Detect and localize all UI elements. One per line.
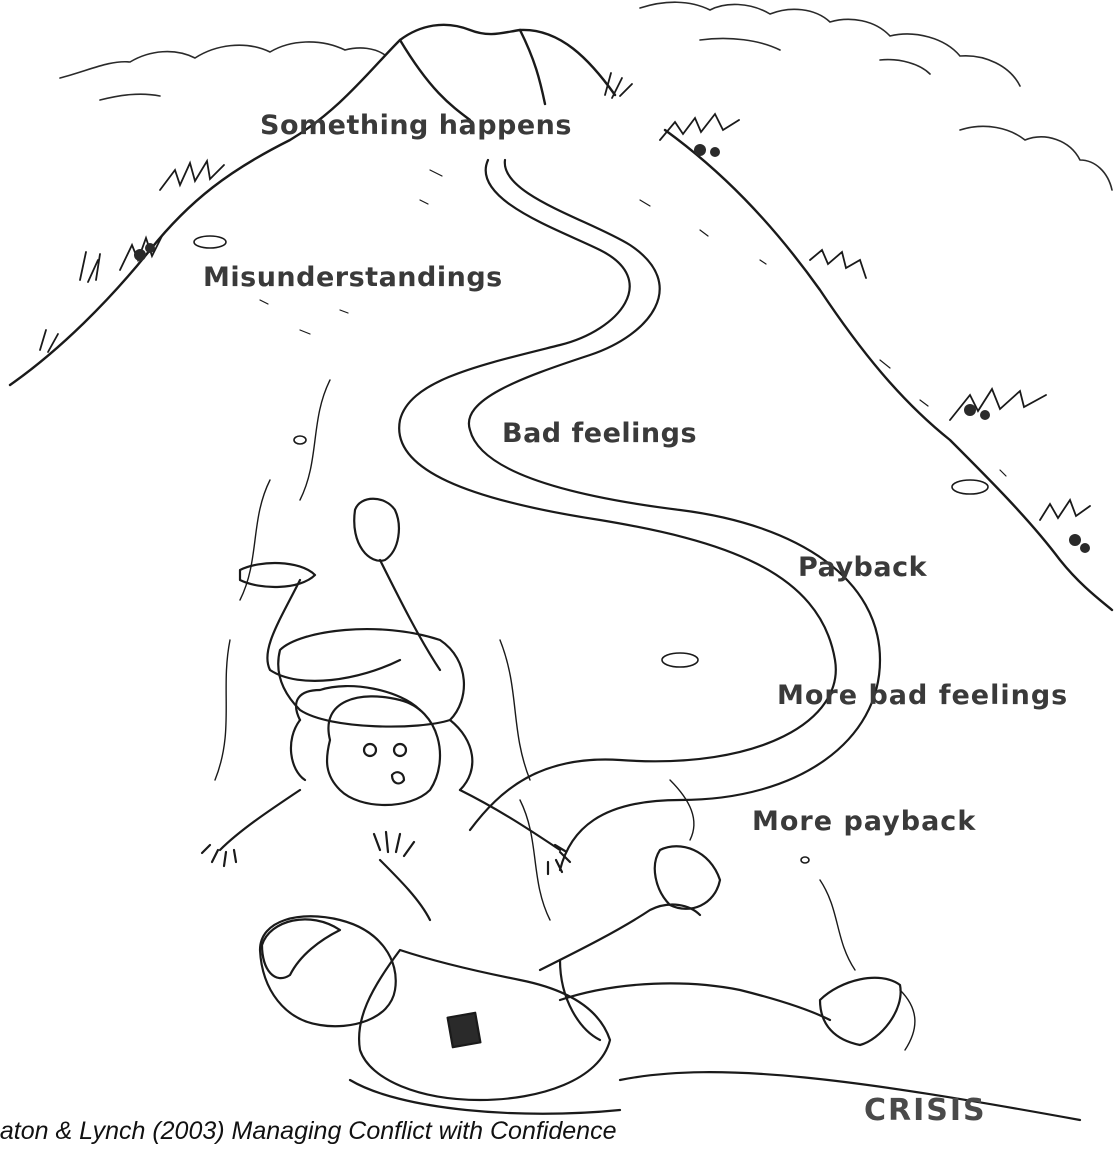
falling-boy xyxy=(260,832,1080,1120)
stage-label-misunderstandings: Misunderstandings xyxy=(203,262,503,293)
stage-label-more-payback: More payback xyxy=(752,806,976,837)
rocks xyxy=(194,236,988,863)
stage-label-something-happens: Something happens xyxy=(260,110,572,141)
citation-text: eaton & Lynch (2003) Managing Conflict w… xyxy=(0,1117,616,1146)
motion-lines xyxy=(215,380,915,1050)
stage-label-payback: Payback xyxy=(798,552,927,583)
falling-girl xyxy=(202,499,570,874)
stage-label-bad-feelings: Bad feelings xyxy=(502,418,697,449)
clouds xyxy=(60,2,1112,190)
shrub-fill xyxy=(134,144,1090,553)
stage-label-crisis: CRISIS xyxy=(864,1093,987,1128)
stage-label-more-bad-feelings: More bad feelings xyxy=(777,680,1068,711)
